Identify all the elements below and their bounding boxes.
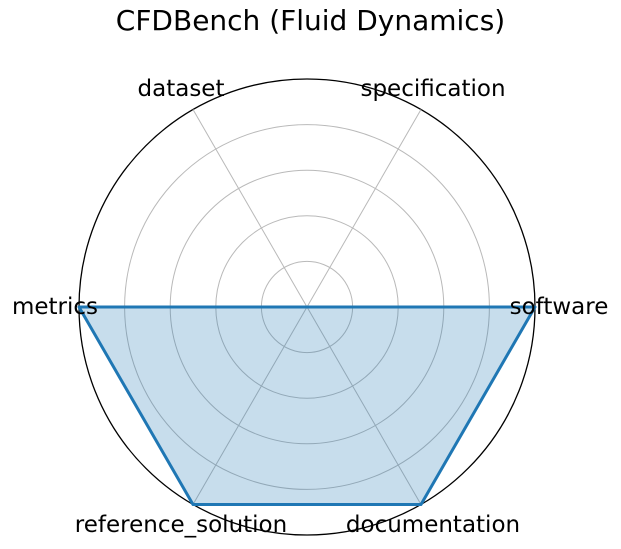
data-polygon <box>77 305 537 506</box>
axis-label-documentation: documentation <box>345 512 521 539</box>
axis-label-metrics: metrics <box>11 294 99 320</box>
chart-title: CFDBench (Fluid Dynamics) <box>115 4 506 37</box>
axis-spoke-dataset <box>192 109 308 308</box>
axis-spoke-reference_solution <box>192 306 308 505</box>
axis-label-specification: specification <box>360 75 506 102</box>
axis-label-software: software <box>509 294 609 320</box>
axis-spoke-documentation <box>306 306 422 505</box>
axis-label-dataset: dataset <box>137 75 225 102</box>
axis-label-reference_solution: reference_solution <box>74 512 288 539</box>
axis-spoke-specification <box>306 109 422 308</box>
